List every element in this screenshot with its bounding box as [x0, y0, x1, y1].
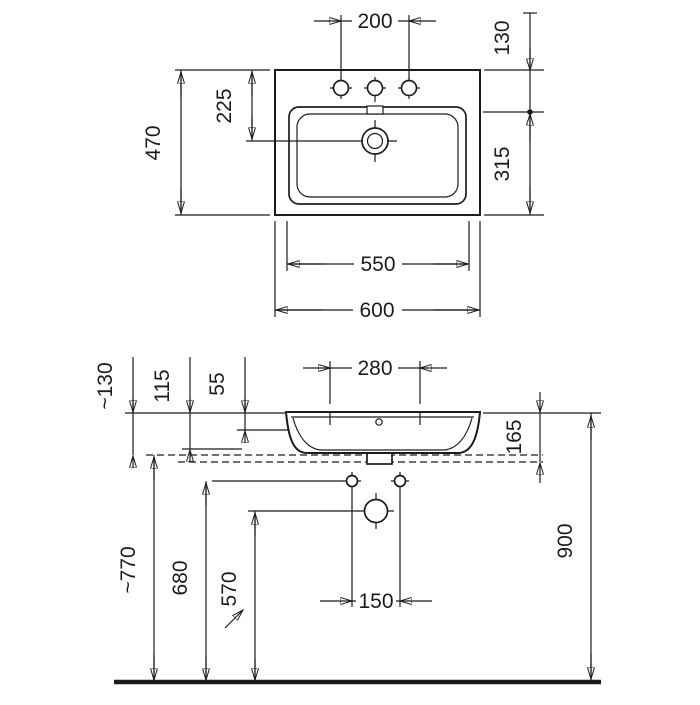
dim-label-165: 165: [503, 419, 526, 454]
dim-600: 600: [275, 221, 480, 322]
drain-inner: [366, 132, 384, 150]
drain-front-circle: [363, 498, 389, 524]
dim-label-680: 680: [169, 560, 192, 595]
tap-hole-right: [400, 79, 418, 97]
dim-label-280: 280: [357, 357, 392, 380]
dim-label-570: 570: [218, 571, 241, 606]
dim-label-900: 900: [554, 523, 577, 558]
dim-label-150: 150: [358, 590, 393, 613]
tap-hole-front: [375, 418, 383, 426]
dim-label-225: 225: [213, 88, 236, 123]
drain-top: [246, 120, 397, 162]
overflow-slot: [366, 105, 384, 115]
dim-label-55: 55: [206, 372, 229, 395]
dim-label-115: 115: [151, 369, 174, 402]
drain-outlet: [366, 452, 393, 465]
dim-315: 315: [484, 112, 544, 216]
front-view: 280 ~130 115 55 165: [94, 357, 601, 685]
dim-550: 550: [287, 221, 469, 276]
basin-profile: [284, 411, 482, 454]
dim-label-200: 200: [357, 10, 392, 33]
leader-arrow: [224, 610, 243, 629]
top-view: 200 130 315 225: [142, 10, 544, 322]
dim-label-315: 315: [491, 146, 514, 181]
tap-holes-top: [330, 77, 420, 102]
dim-200: 200: [314, 10, 436, 78]
fixing-hole-left: [345, 474, 359, 488]
tap-hole-center: [366, 79, 384, 97]
bowl-rim: [288, 106, 467, 205]
console-dashed-lines: [146, 454, 543, 463]
dim-570: 570: [218, 511, 255, 682]
dim-900: 900: [483, 412, 601, 682]
dim-label-130-top: 130: [491, 20, 514, 55]
drain-front: [248, 493, 394, 529]
dim-130-front: ~130: [94, 357, 133, 468]
fixing-hole-right: [393, 474, 407, 488]
dim-label-130-front: ~130: [94, 362, 117, 409]
dim-label-550: 550: [360, 253, 395, 276]
bowl-section-line: [292, 417, 473, 451]
drain-outer: [361, 127, 389, 155]
tap-hole-left: [332, 79, 350, 97]
dim-label-470: 470: [142, 125, 165, 160]
dim-130-top: 130: [483, 12, 544, 115]
dim-115: 115: [151, 357, 242, 461]
dim-label-770: ~770: [117, 546, 140, 593]
dim-770: ~770: [117, 455, 154, 682]
fixing-holes: [212, 472, 409, 607]
dim-680: 680: [169, 481, 206, 682]
dim-225: 225: [213, 70, 252, 141]
dim-470: 470: [142, 69, 270, 216]
dim-55: 55: [206, 357, 289, 443]
dim-280: 280: [303, 357, 447, 404]
dim-165: 165: [503, 392, 540, 483]
dim-150: 150: [320, 590, 432, 613]
dim-label-600: 600: [359, 299, 394, 322]
